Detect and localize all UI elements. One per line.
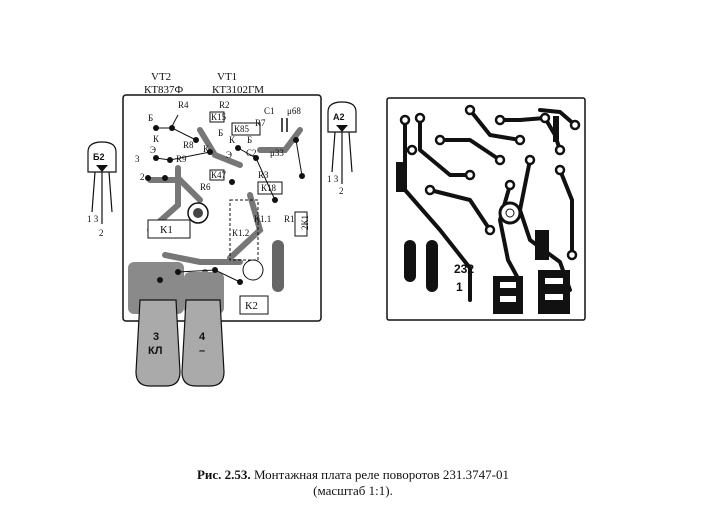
svg-text:2: 2 (140, 172, 145, 182)
svg-text:1 3: 1 3 (87, 214, 99, 224)
svg-text:КЛ: КЛ (148, 345, 162, 357)
component-side-board: К1 К1.1 К1.2 К2 К85 R7 К18 R3 2К1 R1 К15… (122, 71, 322, 322)
svg-text:R7: R7 (255, 118, 266, 128)
svg-text:R9: R9 (176, 154, 187, 164)
svg-text:Э: Э (150, 145, 156, 155)
svg-text:–: – (199, 345, 205, 357)
svg-text:К: К (153, 134, 160, 144)
svg-text:1 3: 1 3 (327, 174, 339, 184)
svg-text:К: К (203, 144, 210, 154)
svg-text:2: 2 (99, 228, 104, 238)
svg-text:μ68: μ68 (287, 106, 301, 116)
svg-text:К15: К15 (211, 112, 227, 122)
svg-text:R2: R2 (219, 100, 230, 110)
transistor-pinout-a2: А2 1 3 2 (327, 101, 357, 196)
svg-text:К18: К18 (261, 183, 277, 193)
svg-text:К1.2: К1.2 (232, 228, 249, 238)
relay-k1 (147, 219, 191, 239)
svg-text:232: 232 (454, 262, 474, 276)
svg-text:КТ837Ф: КТ837Ф (144, 84, 184, 96)
svg-text:К2: К2 (245, 300, 258, 312)
svg-text:Э: Э (226, 150, 232, 160)
svg-text:2: 2 (339, 186, 344, 196)
svg-text:μ33: μ33 (270, 148, 284, 158)
svg-text:Б2: Б2 (93, 152, 104, 162)
svg-text:К: К (229, 135, 236, 145)
svg-text:VT2: VT2 (151, 71, 171, 83)
svg-text:Б: Б (247, 135, 252, 145)
svg-text:А2: А2 (333, 112, 345, 122)
svg-text:К85: К85 (234, 124, 250, 134)
svg-text:R8: R8 (183, 140, 194, 150)
svg-text:1: 1 (456, 280, 463, 294)
svg-text:Б: Б (148, 113, 153, 123)
svg-text:R4: R4 (178, 100, 189, 110)
svg-text:R1: R1 (284, 214, 295, 224)
terminal-lug-3: 3 КЛ (135, 299, 181, 387)
slot-pad-right (426, 240, 438, 292)
svg-text:3: 3 (153, 331, 159, 343)
svg-text:К1.1: К1.1 (254, 214, 271, 224)
slot-pad-left (404, 240, 416, 282)
svg-text:C2: C2 (246, 148, 257, 158)
svg-text:R6: R6 (200, 182, 211, 192)
svg-text:КТ3102ГМ: КТ3102ГМ (212, 84, 264, 96)
svg-text:К1: К1 (160, 224, 173, 236)
terminal-lug-4: 4 – (181, 299, 225, 387)
figure-caption: Рис. 2.53. Монтажная плата реле поворото… (0, 467, 706, 482)
trace-side-board: 232 1 (386, 97, 586, 321)
caption-prefix: Рис. 2.53. (196, 467, 251, 482)
relay-k2 (239, 295, 269, 315)
svg-text:3: 3 (135, 154, 140, 164)
transistor-pinout-b2: Б2 1 3 2 (87, 141, 117, 238)
caption-title: Монтажная плата реле поворотов 231.3747-… (250, 467, 510, 482)
svg-text:Б: Б (218, 128, 223, 138)
svg-text:C1: C1 (264, 106, 275, 116)
svg-text:VT1: VT1 (217, 71, 237, 83)
svg-text:4: 4 (199, 331, 206, 343)
svg-text:К47: К47 (211, 170, 227, 180)
figure-caption-scale: (масштаб 1:1). (0, 483, 706, 498)
svg-text:2К1: 2К1 (300, 215, 310, 230)
caption-scale: (масштаб 1:1). (313, 483, 393, 498)
